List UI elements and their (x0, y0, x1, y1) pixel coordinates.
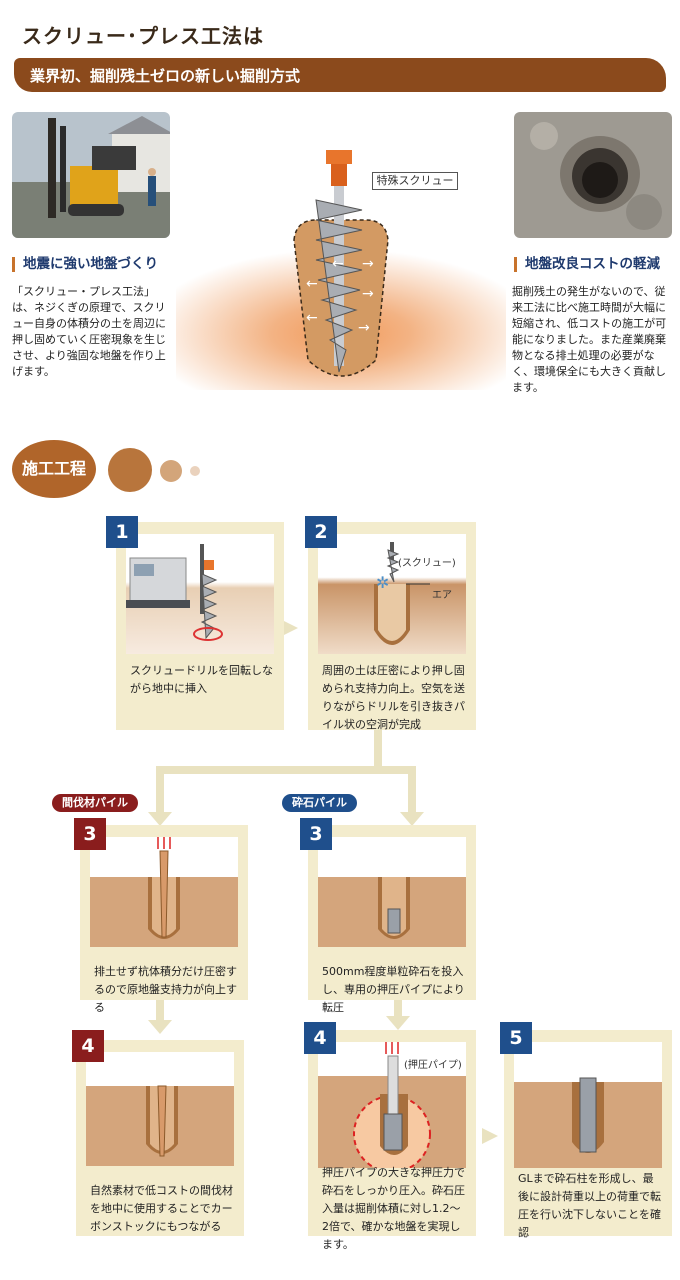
step-2-caption: 周囲の土は圧密により押し固められ支持力向上。空気を送りながらドリルを引き抜きパイ… (322, 664, 465, 731)
drilling-machine-photo (12, 112, 170, 238)
stone-step-5-box: GLまで砕石柱を形成し、最後に設計荷重以上の荷重で転圧を行い沈下しないことを確認 (504, 1030, 672, 1239)
wood-step-3-number: 3 (74, 818, 106, 850)
stone-step-5-caption: GLまで砕石柱を形成し、最後に設計荷重以上の荷重で転圧を行い沈下しないことを確認 (518, 1172, 661, 1239)
right-heading: 地盤改良コストの軽減 (514, 257, 660, 272)
stone-step-4-box: (押圧パイプ) 押圧パイプの大きな押圧力で砕石をしっかり圧入。砕石圧入量は掘削体… (308, 1030, 476, 1251)
screw-press-diagram: ← ← → → ← → (176, 140, 506, 390)
wood-step-3-illustration (90, 837, 238, 947)
wood-step-3-caption: 排土せず杭体積分だけ圧密するので原地盤支持力が向上する (94, 965, 237, 1014)
step-2-box: ✲ (スクリュー) エア 周囲の土は圧密により押し固められ支持力向上。空気を送り… (308, 522, 476, 731)
stone-step-3-box: 500mm程度単粒砕石を投入し、専用の押圧パイプにより転圧 (308, 825, 476, 1014)
subtitle-text: 業界初、掘削残土ゼロの新しい掘削方式 (30, 67, 301, 85)
left-text: 「スクリュー・プレス工法」は、ネジくぎの原理で、スクリュー自身の体積分の土を周辺… (12, 285, 166, 378)
svg-text:✲: ✲ (376, 573, 389, 592)
stone-pile-tag: 砕石パイル (282, 794, 357, 812)
svg-text:←: ← (306, 276, 318, 292)
stone-step-5-illustration (514, 1042, 662, 1168)
svg-text:→: → (358, 320, 370, 336)
stone-step-4-number: 4 (304, 1022, 336, 1054)
stone-step-4-illustration (318, 1042, 466, 1168)
decor-circle-small (190, 466, 200, 476)
stone-step-3-illustration (318, 837, 466, 947)
wood-step-3-box: 排土せず杭体積分だけ圧密するので原地盤支持力が向上する (80, 825, 248, 1014)
wood-step-4-number: 4 (72, 1030, 104, 1062)
step-2-screw-label: (スクリュー) (398, 558, 456, 569)
wood-step-4-illustration (86, 1052, 234, 1166)
step-1-box: スクリュードリルを回転しながら地中に挿入 (116, 522, 284, 730)
svg-text:←: ← (332, 256, 344, 272)
subtitle-band: 業界初、掘削残土ゼロの新しい掘削方式 (14, 58, 666, 92)
svg-text:→: → (362, 286, 374, 302)
step-1-number: 1 (106, 516, 138, 548)
left-heading: 地震に強い地盤づくり (12, 257, 158, 272)
step-1-illustration (126, 534, 274, 654)
screw-label: 特殊スクリュー (372, 172, 458, 190)
svg-text:←: ← (306, 310, 318, 326)
step-2-illustration: ✲ (318, 534, 466, 654)
stone-step-3-number: 3 (300, 818, 332, 850)
stone-step-4-pipe-label: (押圧パイプ) (404, 1060, 462, 1071)
bored-hole-photo (514, 112, 672, 238)
right-text: 掘削残土の発生がないので、従来工法に比べ施工時間が大幅に短縮され、低コストの施工… (512, 285, 667, 394)
page-title: スクリュー･プレス工法は (22, 24, 264, 48)
stone-step-3-caption: 500mm程度単粒砕石を投入し、専用の押圧パイプにより転圧 (322, 965, 465, 1014)
svg-text:→: → (362, 256, 374, 272)
decor-circle-medium (160, 460, 182, 482)
stone-step-5-number: 5 (500, 1022, 532, 1054)
wood-pile-tag: 間伐材パイル (52, 794, 138, 812)
wood-step-4-caption: 自然素材で低コストの間伐材を地中に使用することでカーボンストックにもつながる (90, 1184, 233, 1233)
step-2-number: 2 (305, 516, 337, 548)
wood-step-4-box: 自然素材で低コストの間伐材を地中に使用することでカーボンストックにもつながる (76, 1040, 244, 1236)
process-title: 施工工程 (12, 440, 96, 498)
step-2-air-label: エア (432, 590, 452, 601)
stone-step-4-caption: 押圧パイプの大きな押圧力で砕石をしっかり圧入。砕石圧入量は掘削体積に対し1.2〜… (322, 1166, 465, 1251)
step-1-caption: スクリュードリルを回転しながら地中に挿入 (130, 664, 273, 695)
screw-label-text: 特殊スクリュー (376, 174, 454, 187)
decor-circle-large (108, 448, 152, 492)
